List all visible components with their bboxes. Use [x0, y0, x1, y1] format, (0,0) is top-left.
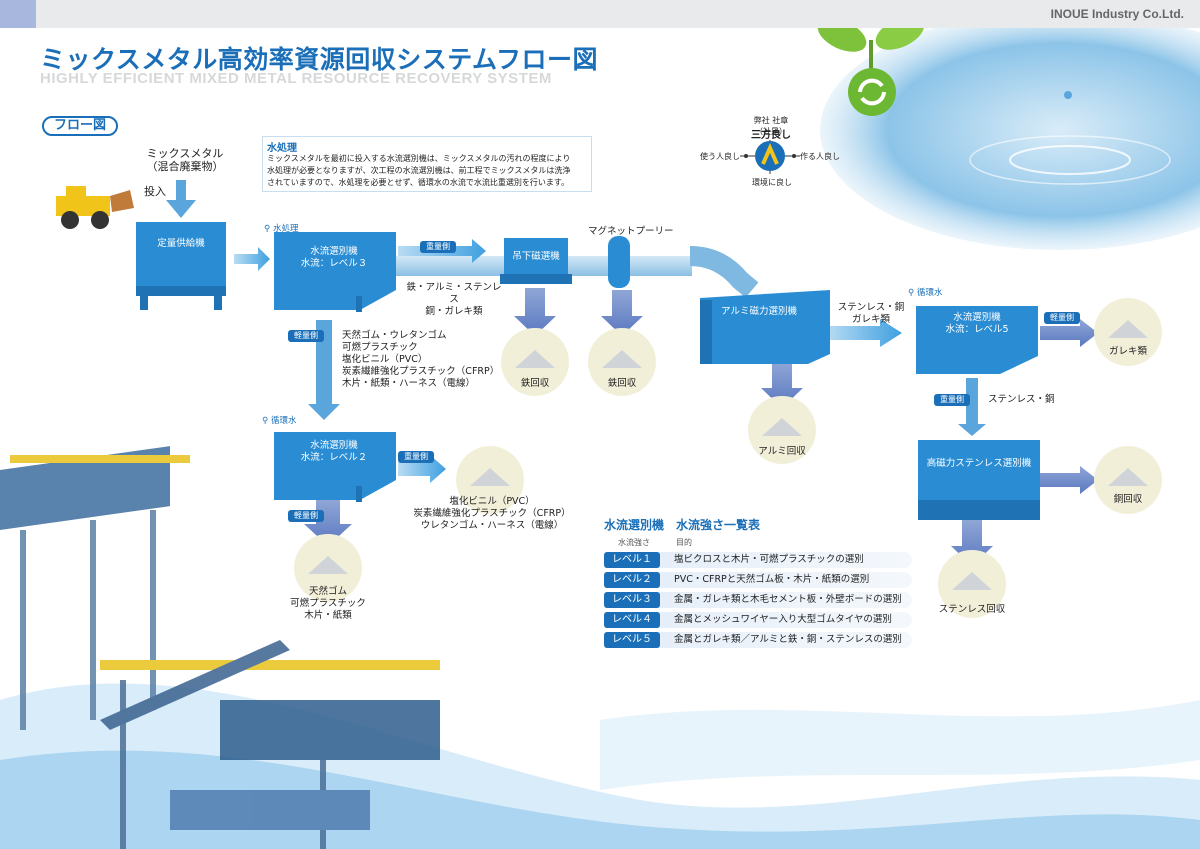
water-note-body: ミックスメタルを最初に投入する水流選別機は、ミックスメタルの汚れの程度により水処… [267, 154, 571, 187]
level-table-header-purpose: 目的 [676, 538, 692, 547]
level-purpose: 金属とメッシュワイヤー入り大型ゴムタイヤの選別 [674, 614, 892, 625]
level-tag: レベル２ [604, 572, 660, 588]
light3-label: 天然ゴム・ウレタンゴム可燃プラスチック塩化ビニル（PVC）炭素繊維強化プラスチッ… [342, 330, 500, 389]
level-table-title: 水流選別機 水流強さ一覧表 [604, 518, 761, 532]
sanpo-title: 三方良し [751, 130, 791, 141]
sanpo-right: 作る人良し [800, 152, 840, 161]
separator-level2-machine [274, 432, 396, 502]
level-table: レベル１ 塩ビクロスと木片・可燃プラスチックの選別 レベル２ PVC・CFRPと… [604, 552, 912, 648]
wheel-loader-icon [56, 186, 134, 229]
alu-out-label: ステンレス・銅ガレキ類 [837, 302, 905, 325]
level-purpose: 金属・ガレキ類と木毛セメント板・外壁ボードの選別 [674, 594, 902, 605]
separator-level5-machine [916, 306, 1038, 374]
level-table-header-strength: 水流強さ [618, 538, 650, 547]
recovery-piles [294, 298, 1162, 618]
level-row: レベル５ 金属とガレキ類／アルミと鉄・銅・ステンレスの選別 [604, 632, 912, 648]
level-tag: レベル４ [604, 612, 660, 628]
level-tag: レベル５ [604, 632, 660, 648]
sanpo-left: 使う人良し [700, 152, 740, 161]
input-action: 投入 [144, 185, 166, 198]
heavy5-label: ステンレス・銅 [988, 394, 1055, 405]
level-row: レベル１ 塩ビクロスと木片・可燃プラスチックの選別 [604, 552, 912, 568]
top-bar [0, 0, 1200, 28]
alu-rec-label: アルミ回収 [758, 446, 806, 457]
feeder-machine [136, 222, 226, 310]
page-subtitle: HIGHLY EFFICIENT MIXED METAL RESOURCE RE… [40, 70, 552, 87]
page-title: ミックスメタル高効率資源回収システムフロー図 [40, 45, 599, 74]
gareki-label: ガレキ類 [1108, 346, 1147, 357]
heavy2-label: 塩化ビニル（PVC）炭素繊維強化プラスチック（CFRP）ウレタンゴム・ハーネス（… [413, 496, 571, 531]
stain-rec-label: ステンレス回収 [938, 604, 1006, 615]
iron2-label: 鉄回収 [607, 378, 637, 389]
suspend-label: 吊下磁選機 [512, 251, 560, 262]
company-name: INOUE Industry Co.Ltd. [1050, 7, 1184, 21]
separator-level3-machine [274, 232, 396, 312]
heavy3-label: 鉄・アルミ・ステンレス銅・ガレキ類 [406, 282, 502, 317]
water-note-title: 水処理 [267, 143, 297, 154]
heavy-badge-3: 重量側 [934, 394, 970, 406]
level-row: レベル４ 金属とメッシュワイヤー入り大型ゴムタイヤの選別 [604, 612, 912, 628]
level-row: レベル２ PVC・CFRPと天然ゴム板・木片・紙類の選別 [604, 572, 912, 588]
level-tag: レベル３ [604, 592, 660, 608]
section-tag: フロー図 [42, 116, 118, 136]
heavy-badge-2: 重量側 [398, 451, 434, 463]
tap-circ-label-1: ⚲ 循環水 [262, 416, 297, 426]
sanpo-bottom: 環境に良し [752, 178, 792, 187]
iron1-label: 鉄回収 [520, 378, 550, 389]
top-bar-accent [0, 0, 36, 28]
water-treatment-note: 水処理 ミックスメタルを最初に投入する水流選別機は、ミックスメタルの汚れの程度に… [262, 136, 592, 192]
water-splash [820, 10, 1200, 250]
aluminium-separator-machine [700, 290, 830, 364]
pulley-label: マグネットプーリー [588, 226, 674, 237]
heavy-badge-1: 重量側 [420, 241, 456, 253]
level-purpose: 金属とガレキ類／アルミと鉄・銅・ステンレスの選別 [674, 634, 902, 645]
sanpo-top: 弊社 社章（社是） [753, 116, 789, 136]
plant-machinery-illustration [0, 446, 440, 849]
level-row: レベル３ 金属・ガレキ類と木毛セメント板・外壁ボードの選別 [604, 592, 912, 608]
light-badge-2: 軽量側 [288, 510, 324, 522]
stain-sep-label: 高磁力ステンレス選別機 [926, 458, 1032, 469]
sep3-label: 水流選別機水流：レベル３ [300, 246, 368, 269]
tap-circ-label-2: ⚲ 循環水 [908, 288, 943, 298]
level-purpose: PVC・CFRPと天然ゴム板・木片・紙類の選別 [674, 574, 870, 585]
sep2-label: 水流選別機水流：レベル２ [300, 440, 368, 463]
feeder-label: 定量供給機 [157, 238, 205, 249]
light-badge-3: 軽量側 [1044, 312, 1080, 324]
level-tag: レベル１ [604, 552, 660, 568]
sep5-label: 水流選別機水流：レベル5 [945, 312, 1009, 335]
tap-water-label: ⚲ 水処理 [264, 224, 299, 234]
magnet-pulley [608, 236, 630, 288]
light-badge-1: 軽量側 [288, 330, 324, 342]
stainless-separator-machine [918, 440, 1040, 520]
sanpo-yoshi-logo [740, 140, 800, 174]
light2-label: 天然ゴム可燃プラスチック木片・紙類 [290, 586, 366, 621]
level-purpose: 塩ビクロスと木片・可燃プラスチックの選別 [674, 554, 864, 565]
input-label: ミックスメタル（混合廃棄物） [146, 147, 224, 173]
suspended-magnet-machine [500, 238, 572, 284]
alu-sep-label: アルミ磁力選別機 [721, 306, 797, 317]
copper-label: 銅回収 [1113, 494, 1143, 505]
